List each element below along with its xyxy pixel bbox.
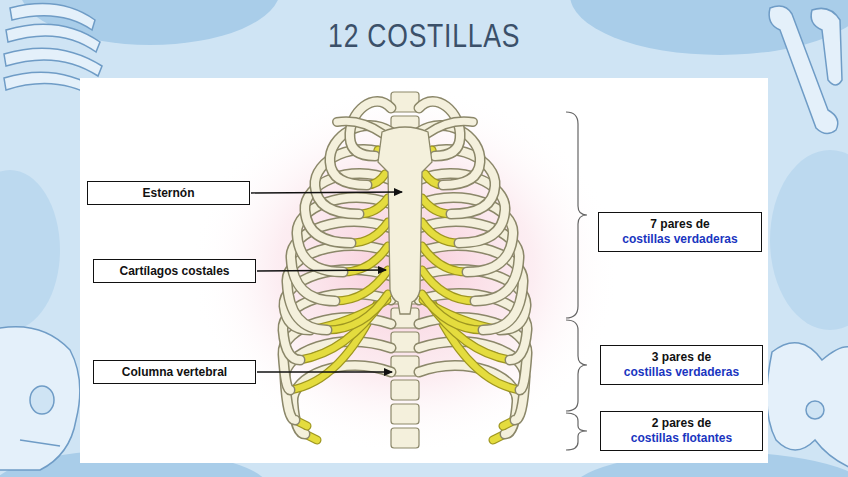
box-label: 3 pares de (652, 350, 711, 365)
curly-brace (566, 112, 587, 318)
bg-blob (570, 0, 848, 55)
clavicle (427, 121, 473, 134)
bg-blob (770, 150, 848, 330)
box-sublabel: costillas flotantes (631, 431, 732, 446)
curly-brace (566, 413, 587, 450)
slide-title: 12 COSTILLAS (328, 16, 520, 55)
rib-bone (419, 365, 517, 434)
costal-cartilage (351, 222, 388, 243)
leader-arrow (251, 192, 402, 193)
box-label: Cartílagos costales (119, 264, 229, 279)
sketch-skull (0, 327, 80, 470)
brackets (566, 112, 587, 450)
vertebra (391, 428, 419, 448)
sketch-line (20, 440, 60, 446)
count-box: 3 pares decostillas verdaderas (600, 345, 763, 385)
costal-cartilage-outline (343, 246, 388, 272)
box-sublabel: costillas verdaderas (622, 232, 737, 247)
bg-blob (0, 170, 60, 330)
box-label: 7 pares de (650, 217, 709, 232)
sketch-eye (30, 386, 54, 414)
sketch-pelvis (767, 343, 848, 470)
rib-outline (293, 365, 391, 434)
sketch-foramen (806, 401, 824, 419)
sternum (378, 127, 432, 314)
vertebra (391, 404, 419, 424)
sketch-rib (6, 24, 100, 52)
box-sublabel: costillas verdaderas (624, 365, 739, 380)
costal-cartilage-outline (422, 246, 467, 272)
box-label: Esternón (142, 186, 194, 201)
costal-cartilage (422, 222, 459, 243)
clavicle-outline (337, 121, 383, 134)
sketch-rib (4, 48, 102, 76)
leader-arrow (257, 270, 386, 271)
label-box: Columna vertebral (93, 360, 256, 384)
label-box: Esternón (87, 181, 250, 205)
rib (293, 365, 391, 440)
costal-cartilage (343, 246, 388, 272)
costal-cartilage (422, 246, 467, 272)
rib-outline (419, 365, 517, 434)
title-bar: 12 COSTILLAS (0, 16, 848, 55)
corner-skull-sketch (0, 327, 80, 470)
count-box: 2 pares decostillas flotantes (600, 411, 763, 451)
rib-outline (419, 341, 525, 420)
curly-brace (566, 320, 587, 411)
vertebra (391, 380, 419, 400)
costal-cartilage-outline (351, 222, 388, 243)
sketch-bone (811, 8, 842, 85)
rib-bone (285, 341, 391, 420)
costal-cartilage-outline (422, 222, 459, 243)
leader-arrow (257, 371, 392, 372)
label-box: Cartílagos costales (93, 259, 256, 283)
rib-bone (293, 365, 391, 434)
box-label: Columna vertebral (122, 365, 227, 380)
corner-pelvis-sketch (767, 343, 848, 470)
count-box: 7 pares decostillas verdaderas (598, 212, 762, 252)
clavicle (337, 121, 383, 134)
white-panel (80, 78, 768, 463)
rib-outline (285, 341, 391, 420)
rib-bone (419, 341, 525, 420)
clavicle-outline (427, 121, 473, 134)
box-label: 2 pares de (652, 416, 711, 431)
corner-bone-sketch (769, 6, 842, 134)
rib (419, 365, 517, 440)
